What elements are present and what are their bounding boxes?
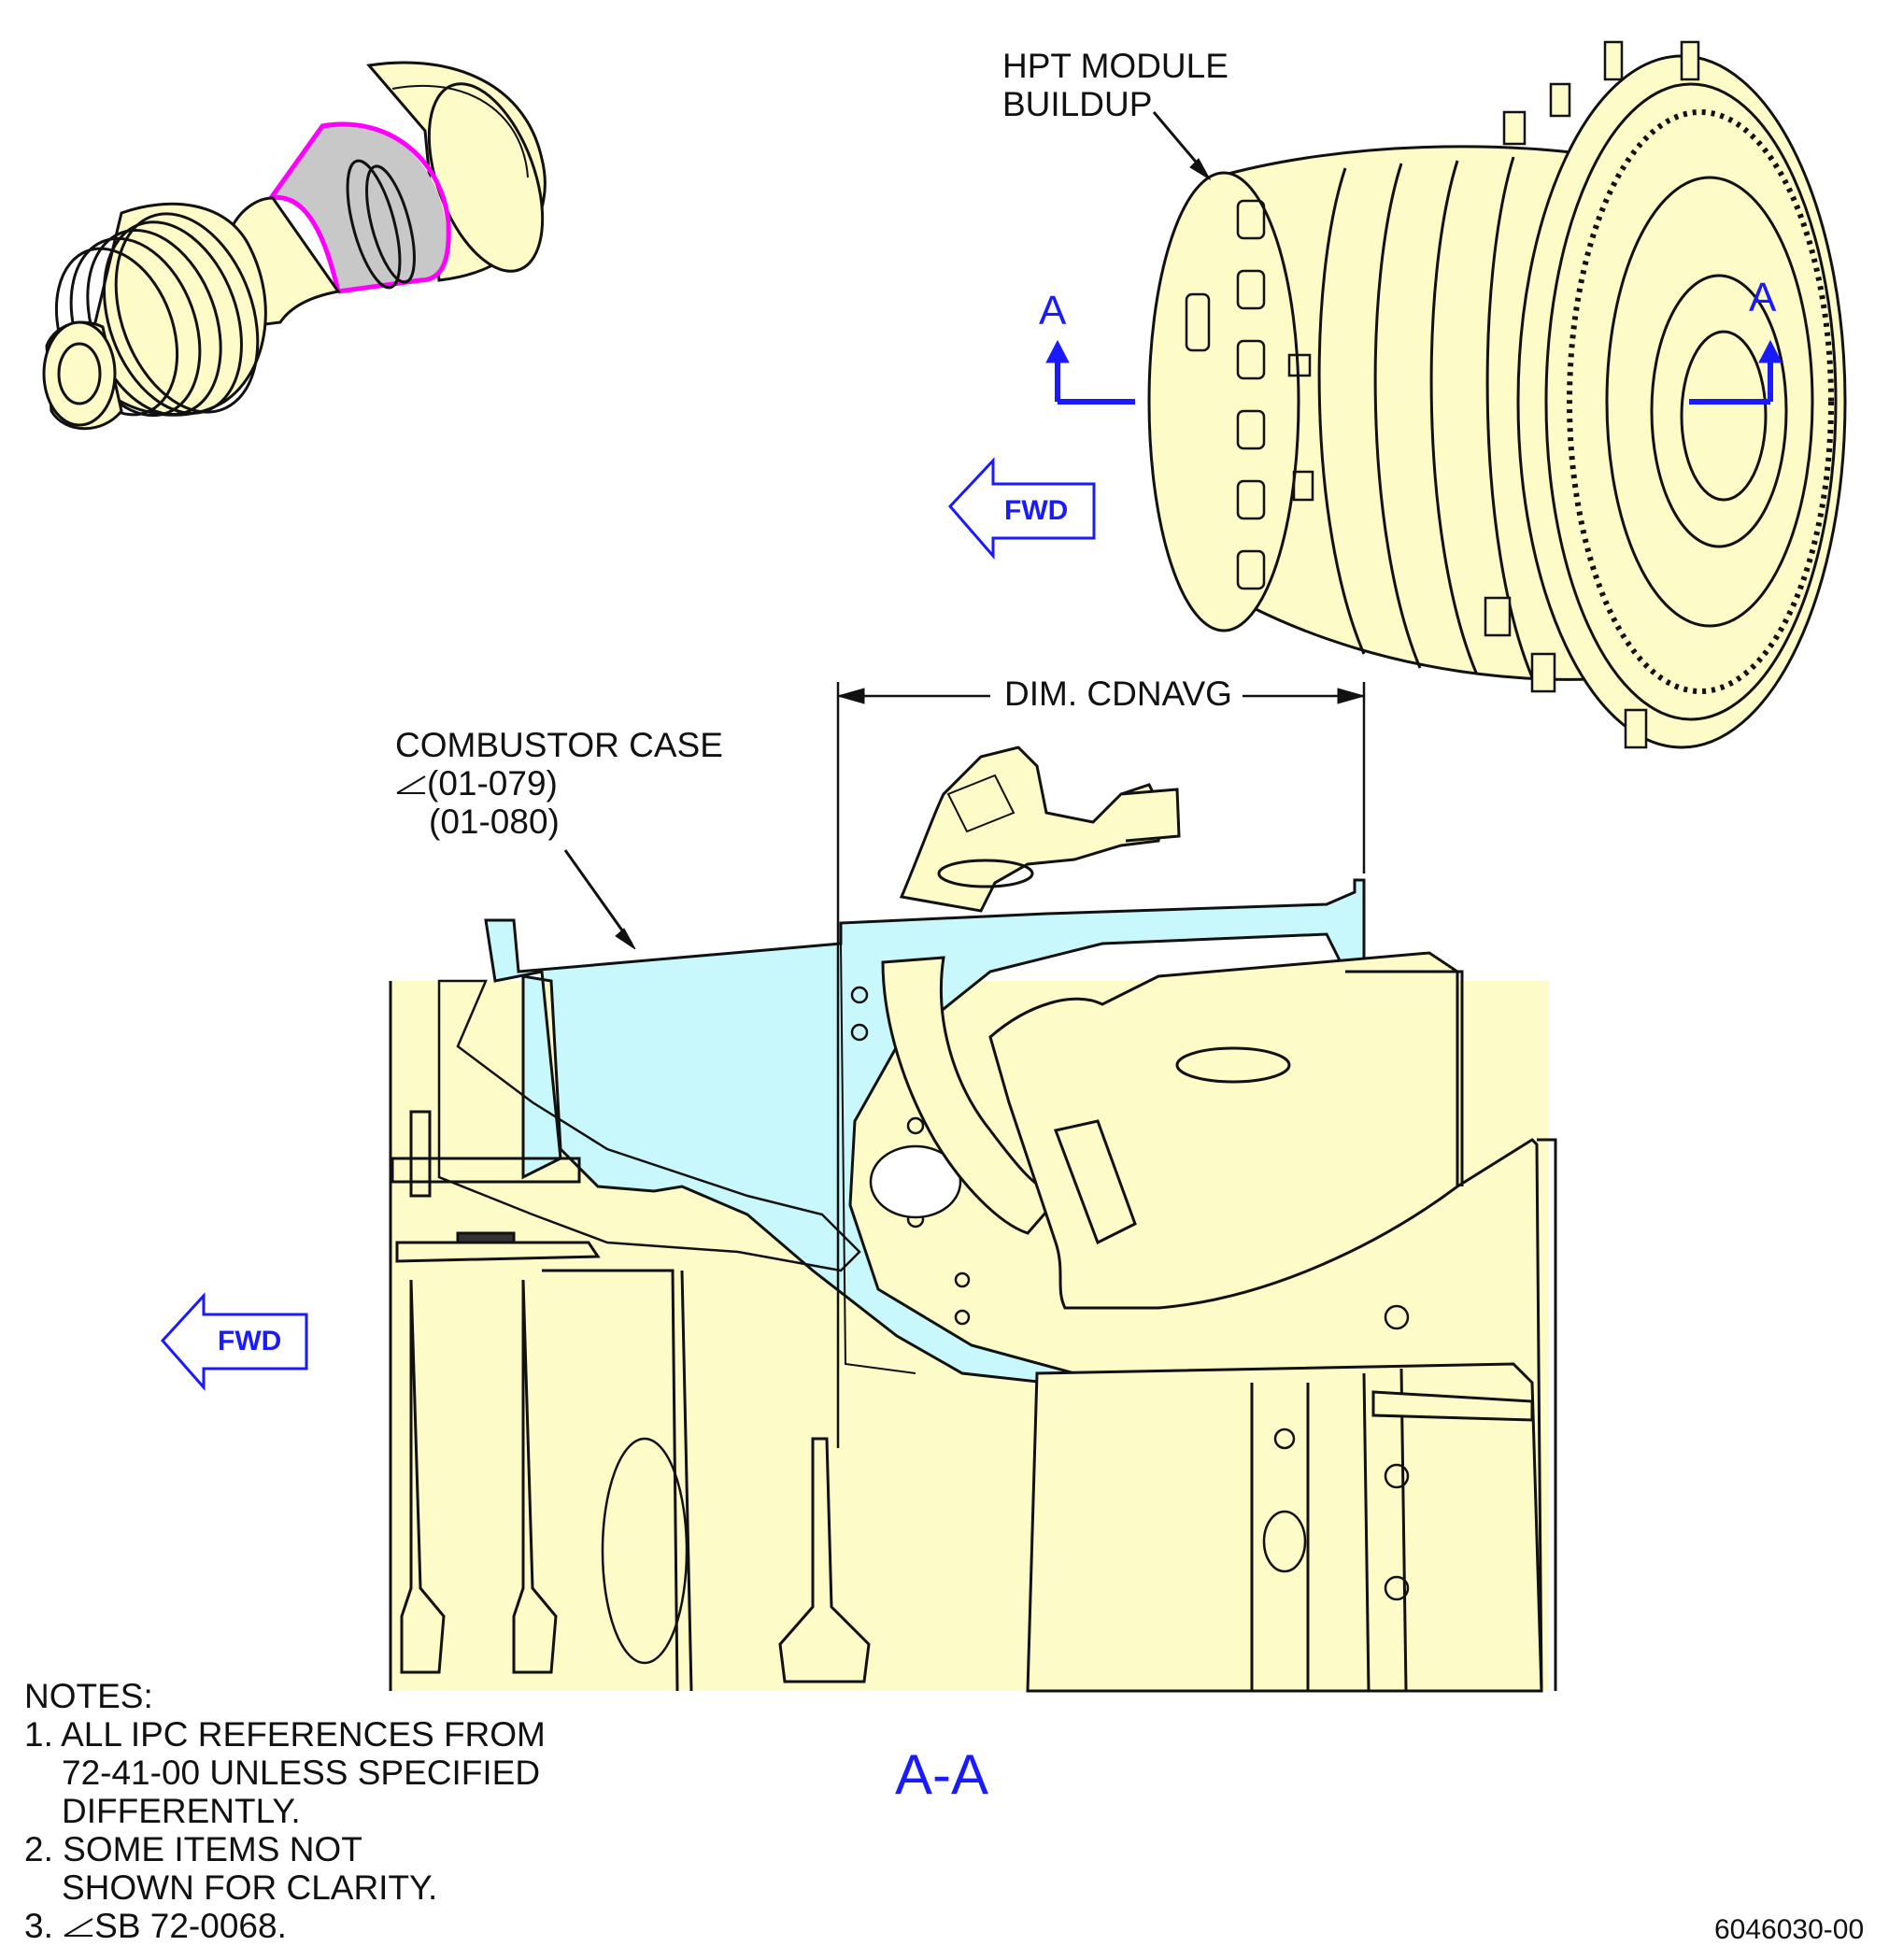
turbine-blades [400, 1269, 871, 1692]
sb-triangle-icon [396, 775, 426, 794]
note-3: 3. SB 72-0068. [24, 1907, 546, 1945]
case-ports [1185, 199, 1314, 590]
note-3-number: 3. [24, 1907, 53, 1945]
hpt-label-line2: BUILDUP [1002, 85, 1153, 123]
fwd-label-lower: FWD [218, 1326, 282, 1356]
combustor-leader-line [563, 849, 636, 950]
highlighted-zone [268, 121, 451, 294]
dimension-cdnavg-line [836, 682, 1366, 1448]
fwd-label-upper: FWD [1004, 495, 1069, 526]
combustor-liner [988, 951, 1459, 1310]
figure-id: 6046030-00 [1714, 1914, 1865, 1945]
hpt-module-iso-view [1147, 40, 1847, 749]
combustor-case [484, 878, 1366, 1385]
note-2-line-1: 2. SOME ITEMS NOT [24, 1830, 362, 1868]
section-marker-left: A [1039, 288, 1067, 334]
rear-turbine-case [1026, 1138, 1543, 1693]
note-2-line-2: SHOWN FOR CLARITY. [62, 1868, 438, 1907]
combustor-ref-1-row: (01-079) [395, 764, 723, 802]
section-view-label: A-A [895, 1743, 989, 1806]
notes-block: NOTES: 1. ALL IPC REFERENCES FROM 72-41-… [24, 1677, 546, 1945]
shaft-part-iso-view [42, 61, 547, 431]
hpt-leader-line [1152, 111, 1212, 181]
outer-lugs [1484, 40, 1700, 749]
fwd-arrow-lower [160, 1292, 308, 1391]
note-1-line-3: DIFFERENTLY. [62, 1792, 301, 1830]
fuel-nozzle [899, 746, 1181, 913]
combustor-ref-1: (01-079) [427, 764, 558, 802]
hpt-label-line1: HPT MODULE [1002, 47, 1229, 85]
section-line-a [1045, 339, 1782, 405]
section-marker-right: A [1749, 275, 1777, 320]
note-1-line-2: 72-41-00 UNLESS SPECIFIED [62, 1754, 541, 1792]
note-1-line-1: 1. ALL IPC REFERENCES FROM [24, 1715, 546, 1754]
note-3-text: SB 72-0068. [94, 1907, 287, 1945]
notes-title: NOTES: [24, 1677, 153, 1715]
fuel-tube [881, 956, 1063, 1235]
combustor-case-label: COMBUSTOR CASE (01-079) (01-080) [395, 726, 723, 841]
section-aa-view [389, 746, 1557, 1693]
sb-triangle-icon [64, 1918, 93, 1937]
diffuser-structure [391, 979, 861, 1272]
fwd-arrow-upper [947, 457, 1096, 561]
hpt-module-label: HPT MODULE BUILDUP [1002, 47, 1229, 123]
dimension-label: DIM. CDNAVG [997, 675, 1240, 713]
combustor-name: COMBUSTOR CASE [395, 726, 723, 764]
combustor-ref-2: (01-080) [429, 802, 560, 841]
